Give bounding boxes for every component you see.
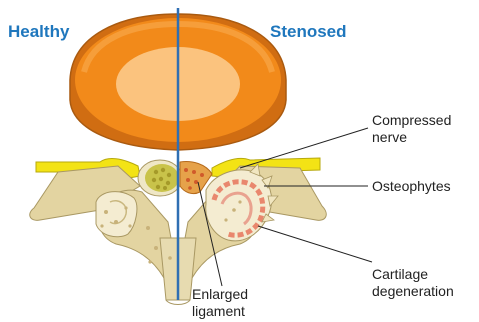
label-ligament-line1: Enlarged — [192, 286, 248, 303]
label-cartilage-line2: degeneration — [372, 283, 454, 300]
label-cartilage-line1: Cartilage — [372, 266, 454, 283]
label-osteophytes: Osteophytes — [372, 178, 451, 195]
heading-stenosed: Stenosed — [270, 22, 347, 42]
label-compressed-nerve: Compressed nerve — [372, 112, 451, 146]
label-ligament-line2: ligament — [192, 303, 248, 320]
spinal-cord — [138, 160, 182, 196]
label-compressed-line2: nerve — [372, 129, 451, 146]
label-cartilage-degeneration: Cartilage degeneration — [372, 266, 454, 300]
heading-healthy: Healthy — [8, 22, 69, 42]
label-compressed-line1: Compressed — [372, 112, 451, 129]
leader-cartilage — [258, 226, 372, 262]
label-enlarged-ligament: Enlarged ligament — [192, 286, 248, 320]
